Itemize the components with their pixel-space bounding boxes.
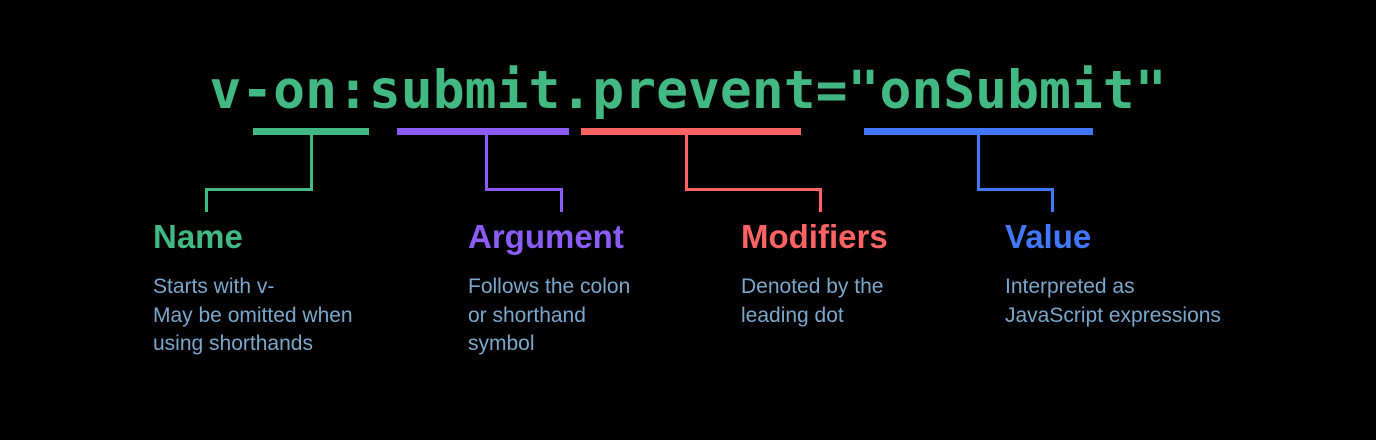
- underline-bar-argument: [397, 128, 569, 135]
- connector-leg-name: [205, 188, 312, 191]
- connector-drop-argument: [485, 135, 488, 191]
- connector-leg-modifiers: [685, 188, 821, 191]
- segment-heading-value: Value: [1005, 218, 1092, 255]
- connector-leg-argument: [485, 188, 562, 191]
- connector-stub-argument: [560, 188, 563, 212]
- segment-heading-name: Name: [153, 218, 243, 255]
- connector-stub-name: [205, 188, 208, 212]
- underline-bar-name: [253, 128, 369, 135]
- segment-heading-argument: Argument: [468, 218, 624, 255]
- underline-bar-modifiers: [581, 128, 801, 135]
- segment-description-modifiers: Denoted by the leading dot: [741, 275, 884, 327]
- connector-drop-modifiers: [685, 135, 688, 191]
- connector-stub-value: [1051, 188, 1054, 212]
- segment-description-argument: Follows the colon or shorthand symbol: [468, 275, 631, 355]
- connector-stub-modifiers: [819, 188, 822, 212]
- segment-description-value: Interpreted as JavaScript expressions: [1005, 275, 1221, 327]
- segment-description-name: Starts with v- May be omitted when using…: [153, 275, 353, 355]
- connector-drop-name: [310, 135, 313, 191]
- segment-heading-modifiers: Modifiers: [741, 218, 888, 255]
- code-expression: v-on:submit.prevent="onSubmit": [209, 60, 1167, 121]
- underline-bar-value: [864, 128, 1093, 135]
- connector-drop-value: [977, 135, 980, 191]
- connector-leg-value: [977, 188, 1053, 191]
